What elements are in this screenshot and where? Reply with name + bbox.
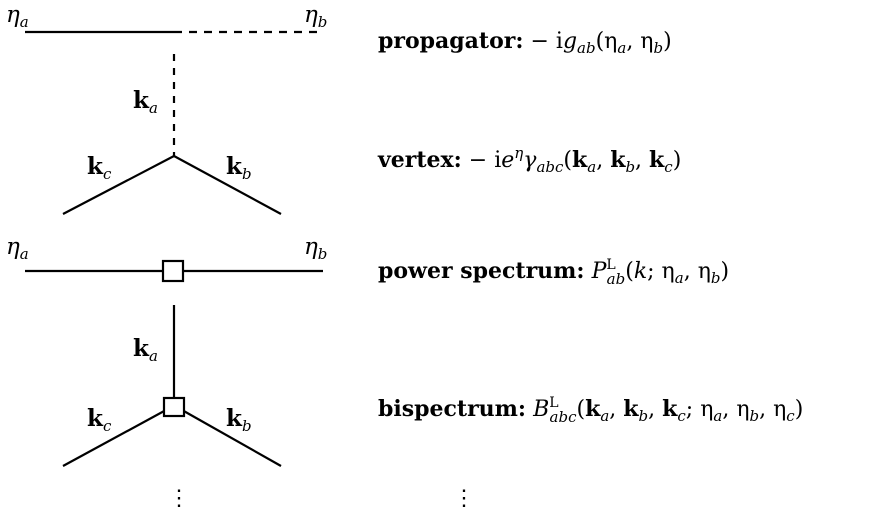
bispectrum-diagram: ka kc kb	[62, 305, 282, 467]
eta-a-label-top: ηa	[6, 2, 29, 31]
power-spectrum-diagram: ηa ηb	[6, 234, 327, 283]
eta-b-label-power: ηb	[304, 234, 327, 263]
ellipsis-diagram: ⋮	[168, 486, 190, 511]
vertex-left-leg	[62, 155, 175, 215]
vertex-rule: vertex: − ieηγabc(ka, kb, kc)	[377, 144, 681, 176]
eta-b-label-top: ηb	[304, 2, 327, 31]
vertex-right-leg	[173, 155, 282, 215]
k-c-label-bispectrum: kc	[87, 405, 112, 435]
propagator-rule: propagator: − igab(ηa, ηb)	[378, 28, 672, 57]
ellipsis-rules: ⋮	[453, 486, 475, 511]
bispectrum-right-leg	[181, 409, 282, 467]
k-b-label-vertex: kb	[226, 153, 252, 183]
k-c-label-vertex: kc	[87, 153, 112, 183]
k-a-label-vertex: ka	[133, 87, 158, 117]
power-spectrum-box	[161, 259, 185, 283]
propagator-diagram: ηa ηb	[6, 2, 327, 34]
k-b-label-bispectrum: kb	[226, 405, 252, 435]
eta-a-label-power: ηa	[6, 234, 29, 263]
vertex-diagram: ka kc kb	[62, 54, 282, 215]
k-a-label-bispectrum: ka	[133, 335, 158, 365]
bispectrum-box	[162, 396, 186, 418]
bispectrum-left-leg	[62, 409, 167, 467]
